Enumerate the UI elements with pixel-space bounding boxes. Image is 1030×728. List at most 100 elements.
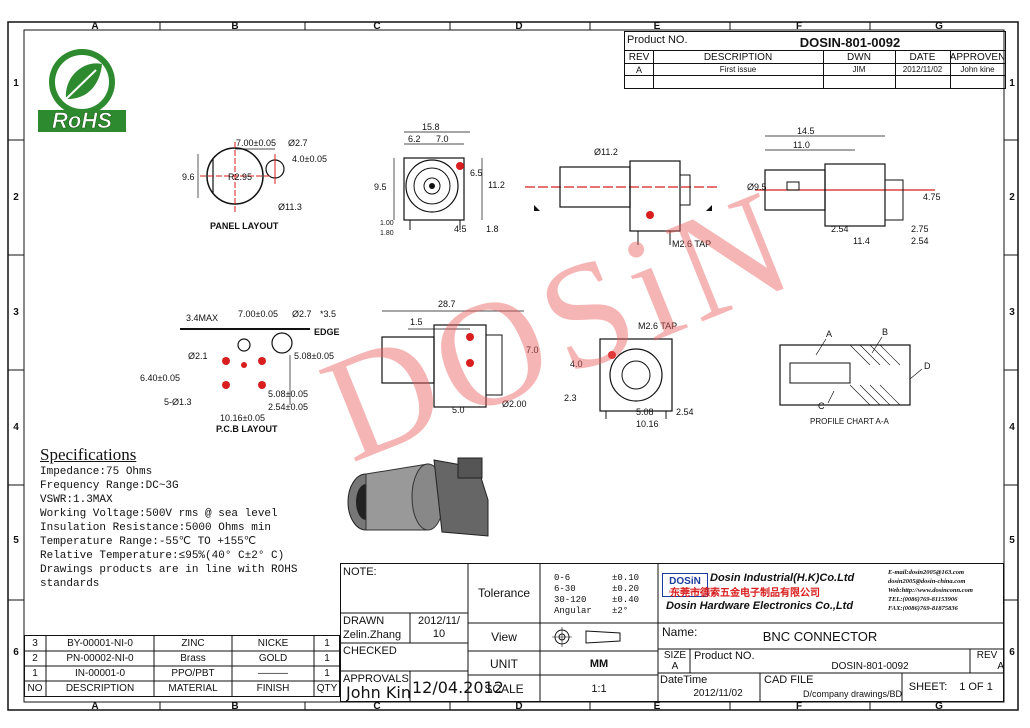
rohs-logo: RoHS (36, 44, 128, 134)
company-name-hk: Dosin Industrial(H.K)Co.Ltd (710, 571, 855, 584)
front-view: 15.8 6.2 7.0 9.5 6.5 11.2 1.00 1.80 4.5 … (370, 120, 510, 240)
zone-row-4: 4 (13, 422, 19, 433)
bom-header-qty: QTY (316, 683, 338, 694)
top-dim-15: 1.5 (410, 317, 423, 327)
tol-value-2: ±0.20 (612, 584, 640, 594)
bom-row1-material: PPO/PBT (171, 668, 215, 679)
front-dim-65: 6.5 (470, 168, 483, 178)
zone-row-3-right: 3 (1009, 307, 1015, 318)
front-dim-45: 4.5 (454, 224, 467, 234)
right-dim-145: 14.5 (797, 126, 815, 136)
tol-value-1: ±0.10 (612, 573, 640, 583)
bom-row1-finish: ——— (258, 668, 288, 679)
rev-row-approven: John kine (960, 65, 995, 74)
profile-label-b: B (882, 327, 889, 337)
zone-col-e-bottom: E (653, 701, 661, 712)
zone-col-g: G (935, 21, 943, 32)
panel-dim-offset: 4.0±0.05 (292, 154, 327, 164)
end-dim-40: 4.0 (570, 359, 583, 369)
rev-header-approven: APPROVEN (950, 51, 1005, 63)
front-dim-18: 1.8 (486, 224, 499, 234)
zone-row-4-right: 4 (1009, 422, 1015, 433)
zone-col-b: B (231, 21, 239, 32)
spec-temperature: Temperature Range:-55℃ TO +155℃ (40, 536, 257, 548)
zone-col-e: E (653, 21, 661, 32)
panel-dim-width: 7.00±0.05 (236, 138, 276, 148)
zone-row-6: 6 (13, 647, 19, 658)
pcb-edge-label: EDGE (314, 327, 340, 337)
zone-row-6-right: 6 (1009, 647, 1015, 658)
leaf-icon (38, 49, 126, 132)
tol-range-1: 0-6 (554, 573, 571, 583)
approvals-date: 12/04.2012 (412, 677, 502, 697)
zone-row-2: 2 (13, 192, 19, 203)
tol-value-4: ±2° (612, 606, 629, 616)
drawn-label: DRAWN (343, 614, 385, 627)
spec-relative-temperature: Relative Temperature:≤95%(40° C±2° C) (40, 550, 285, 562)
spec-insulation: Insulation Resistance:5000 Ohms min (40, 522, 272, 534)
zone-col-f-bottom: F (795, 701, 803, 712)
drawn-by: Zelin.Zhang (343, 628, 402, 641)
drawn-date: 2012/11/ 10 (417, 615, 460, 640)
pcb-dim-13: 5-Ø1.3 (164, 397, 192, 407)
rev-row-date: 2012/11/02 (902, 65, 943, 74)
rohs-text: RoHS (52, 108, 112, 134)
pcb-layout-view: 3.4MAX 7.00±0.05 Ø2.7 *3.5 EDGE Ø2.1 5.0… (140, 305, 350, 435)
zone-row-1: 1 (13, 78, 19, 89)
company-email2: dosin2005@dosin-china.com (888, 578, 966, 585)
pcb-dim-254: 2.54±0.05 (268, 402, 308, 412)
rev-row-dwn: JIM (852, 65, 866, 74)
side-view: Ø11.2 M2.6 TAP (520, 135, 730, 255)
dosin-logo-text: DOSiN (669, 575, 701, 587)
zone-row-3: 3 (13, 307, 19, 318)
end-dim-254: 2.54 (676, 407, 694, 417)
datetime-value: 2012/11/02 (693, 687, 743, 699)
zone-row-1-right: 1 (1009, 78, 1015, 89)
company-email: E-mail:dosin2005@163.com (888, 569, 965, 576)
datetime-label: DateTime (660, 674, 708, 686)
spec-working-voltage: Working Voltage:500V rms @ sea level (40, 508, 278, 520)
bom-row1-qty: 1 (324, 668, 330, 679)
title-block: NOTE: DRAWN Zelin.Zhang 2012/11/ 10 CHEC… (340, 563, 1004, 702)
side-dim-tap: M2.6 TAP (672, 239, 712, 249)
bom-row2-no: 2 (32, 653, 38, 664)
dosin-logo-sub: BY CONNECTOR (668, 588, 702, 594)
panel-dim-height: 9.6 (182, 172, 195, 182)
end-dim-1016: 10.16 (636, 419, 659, 429)
bom-table: 3 BY-00001-NI-0 ZINC NICKE 1 2 PN-00002-… (24, 635, 340, 697)
product-value: DOSIN-801-0092 (831, 661, 909, 672)
pcb-dim-hole: Ø2.7 (292, 309, 312, 319)
name-value: BNC CONNECTOR (762, 628, 878, 644)
unit-value: MM (589, 657, 609, 670)
profile-chart: A B C D PROFILE CHART A-A (770, 325, 940, 435)
right-dim-dia: Ø9.5 (747, 182, 767, 192)
top-dim-287: 28.7 (438, 299, 456, 309)
pcb-dim-640: 6.40±0.05 (140, 373, 180, 383)
right-dim-275: 2.75 (911, 224, 929, 234)
zone-row-5-right: 5 (1009, 535, 1015, 546)
revision-product-no: DOSIN-801-0092 (799, 34, 901, 50)
bom-row3-qty: 1 (324, 638, 330, 649)
front-dim-height: 9.5 (374, 182, 387, 192)
right-dim-110: 11.0 (793, 140, 810, 150)
zone-col-f: F (795, 21, 803, 32)
rev-value: A (997, 661, 1004, 672)
rev-row-rev: A (635, 64, 642, 75)
zone-col-a-bottom: A (91, 701, 99, 712)
zone-row-2-right: 2 (1009, 192, 1015, 203)
bom-header-no: NO (27, 683, 43, 694)
right-dim-254a: 2.54 (831, 224, 849, 234)
tol-range-3: 30-120 (554, 595, 587, 605)
tolerance-table: 0-6±0.10 6-30±0.20 30-120±0.40 Angular±2… (554, 573, 658, 617)
sheet-label: SHEET: (908, 681, 948, 693)
top-view: 28.7 1.5 7.0 5.0 Ø2.00 (378, 295, 539, 425)
profile-label-c: C (818, 401, 825, 411)
front-dim-width: 15.8 (422, 122, 440, 132)
cadfile-value: D/company drawings/BD (802, 688, 902, 699)
front-dim-left: 6.2 (408, 134, 421, 144)
zone-col-b-bottom: B (231, 701, 239, 712)
panel-dim-diameter: Ø11.3 (278, 202, 302, 212)
bom-row2-material: Brass (180, 653, 206, 664)
tolerance-label: Tolerance (477, 586, 531, 600)
checked-label: CHECKED (343, 644, 397, 657)
